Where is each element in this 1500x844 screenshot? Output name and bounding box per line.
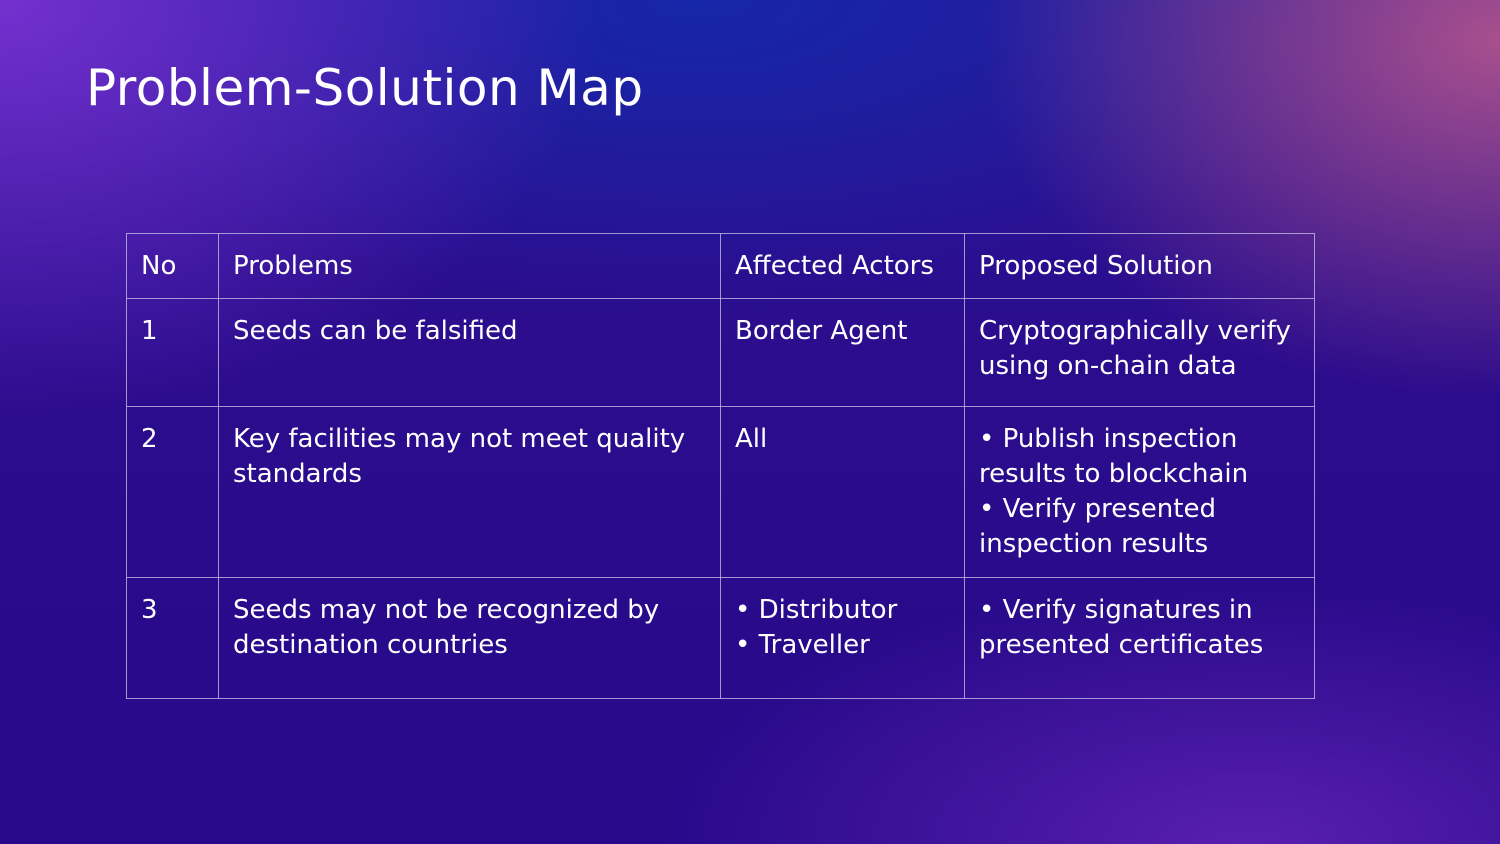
table-row: 2 Key facilities may not meet quality st… bbox=[126, 406, 1315, 578]
cell-no: 1 bbox=[126, 298, 219, 407]
header-proposed-solution: Proposed Solution bbox=[964, 233, 1315, 299]
solution-item: • Verify signatures in presented certifi… bbox=[979, 595, 1264, 660]
cell-solution: Cryptographically verify using on-chain … bbox=[964, 298, 1315, 407]
cell-solution: • Publish inspection results to blockcha… bbox=[964, 406, 1315, 578]
solution-item: • Verify presented inspection results bbox=[979, 494, 1216, 559]
cell-no: 2 bbox=[126, 406, 219, 578]
table-header-row: No Problems Affected Actors Proposed Sol… bbox=[126, 233, 1315, 299]
actor-item: All bbox=[735, 424, 768, 454]
solution-item: • Publish inspection results to blockcha… bbox=[979, 424, 1249, 489]
cell-problem: Key facilities may not meet quality stan… bbox=[218, 406, 721, 578]
cell-actors: • Distributor • Traveller bbox=[720, 577, 965, 699]
problem-solution-table: No Problems Affected Actors Proposed Sol… bbox=[126, 233, 1315, 699]
cell-actors: Border Agent bbox=[720, 298, 965, 407]
table-row: 3 Seeds may not be recognized by destina… bbox=[126, 577, 1315, 699]
cell-problem: Seeds can be falsified bbox=[218, 298, 721, 407]
actor-item: • Distributor bbox=[735, 595, 898, 625]
cell-solution: • Verify signatures in presented certifi… bbox=[964, 577, 1315, 699]
header-problems: Problems bbox=[218, 233, 721, 299]
solution-item: Cryptographically verify using on-chain … bbox=[979, 316, 1291, 381]
cell-no: 3 bbox=[126, 577, 219, 699]
slide-title: Problem-Solution Map bbox=[86, 59, 644, 117]
cell-actors: All bbox=[720, 406, 965, 578]
cell-problem: Seeds may not be recognized by destinati… bbox=[218, 577, 721, 699]
actor-item: • Traveller bbox=[735, 630, 870, 660]
table-row: 1 Seeds can be falsified Border Agent Cr… bbox=[126, 298, 1315, 407]
header-no: No bbox=[126, 233, 219, 299]
actor-item: Border Agent bbox=[735, 316, 908, 346]
header-affected-actors: Affected Actors bbox=[720, 233, 965, 299]
